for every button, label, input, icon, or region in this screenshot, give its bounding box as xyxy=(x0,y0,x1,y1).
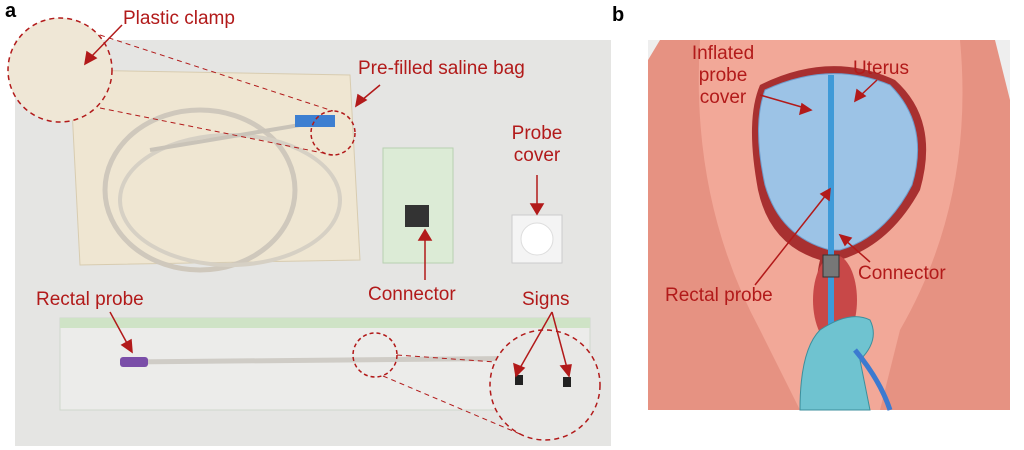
probe-cover-line2: cover xyxy=(513,145,561,166)
probe-cover-line1: Probe xyxy=(511,123,563,144)
connector-illustration xyxy=(822,254,840,278)
inflated-line2: probe xyxy=(698,65,748,86)
inflated-probe-cover xyxy=(758,73,919,251)
clamp-zoom-circle xyxy=(7,17,113,123)
uterus-label: Uterus xyxy=(853,58,909,79)
connector-label-a: Connector xyxy=(368,284,456,305)
plastic-clamp-label: Plastic clamp xyxy=(123,8,235,29)
inflated-line1: Inflated xyxy=(691,43,755,64)
saline-bag xyxy=(69,69,361,266)
rectal-probe-label-a: Rectal probe xyxy=(36,289,144,310)
panel-a-label: a xyxy=(5,0,17,22)
inflated-line3: cover xyxy=(699,87,747,108)
rectal-probe-label-b: Rectal probe xyxy=(665,285,773,306)
probe-cover-label: Probe cover xyxy=(505,123,569,167)
signs-label: Signs xyxy=(522,289,570,310)
tubing xyxy=(102,107,298,273)
rectal-probe-shaft xyxy=(828,75,834,365)
saline-bag-label: Pre-filled saline bag xyxy=(358,58,525,79)
panel-b-label: b xyxy=(612,4,625,26)
connector xyxy=(405,205,429,227)
annotation-arrows xyxy=(84,24,572,378)
connector-label-b: Connector xyxy=(858,263,946,284)
glove xyxy=(799,316,874,411)
probe-handle xyxy=(120,357,148,367)
clamp-blue xyxy=(295,115,335,127)
inflated-probe-cover-label: Inflated probe cover xyxy=(688,43,758,109)
signs-zoom-circle xyxy=(489,329,601,441)
